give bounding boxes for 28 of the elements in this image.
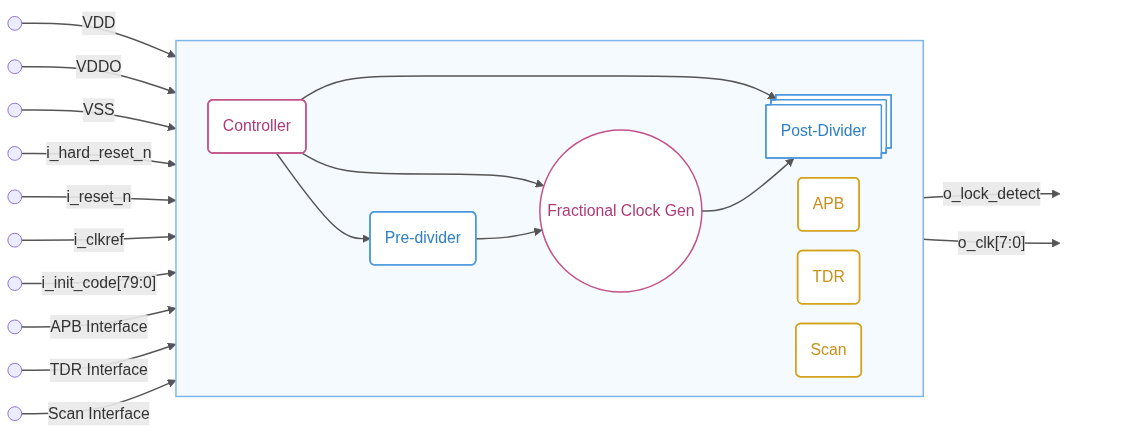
node-circle bbox=[7, 232, 23, 248]
edge-label: i_clkref bbox=[73, 231, 124, 249]
node-circle bbox=[7, 406, 23, 422]
node-circle: Fractional Clock Gen bbox=[539, 129, 703, 293]
node-circle bbox=[7, 15, 23, 31]
node-circle bbox=[7, 189, 23, 205]
node-circle bbox=[7, 146, 23, 161]
node-circle bbox=[7, 362, 23, 378]
arrow bbox=[475, 227, 543, 240]
edge-label: o_clk[7:0] bbox=[957, 234, 1026, 252]
edge-label: i_hard_reset_n bbox=[46, 144, 152, 162]
arrow bbox=[299, 75, 777, 101]
edge-label: i_reset_n bbox=[66, 187, 132, 205]
edge-label: o_lock_detect bbox=[942, 184, 1041, 202]
arrow bbox=[701, 158, 795, 212]
edge-label: i_init_code[79:0] bbox=[41, 274, 157, 292]
edge-label: Scan Interface bbox=[47, 404, 150, 422]
node-circle bbox=[7, 276, 23, 291]
edge-label: TDR Interface bbox=[49, 361, 148, 379]
node-circle bbox=[7, 59, 23, 75]
cluster bbox=[175, 39, 924, 398]
edge-label: VSS bbox=[83, 101, 115, 118]
node-circle bbox=[7, 102, 23, 118]
edge-label: APB Interface bbox=[50, 318, 148, 335]
edge-label: VDD bbox=[82, 14, 116, 32]
edge-label: VDDO bbox=[76, 57, 122, 75]
arrow bbox=[301, 152, 545, 188]
node-circle bbox=[7, 319, 23, 335]
